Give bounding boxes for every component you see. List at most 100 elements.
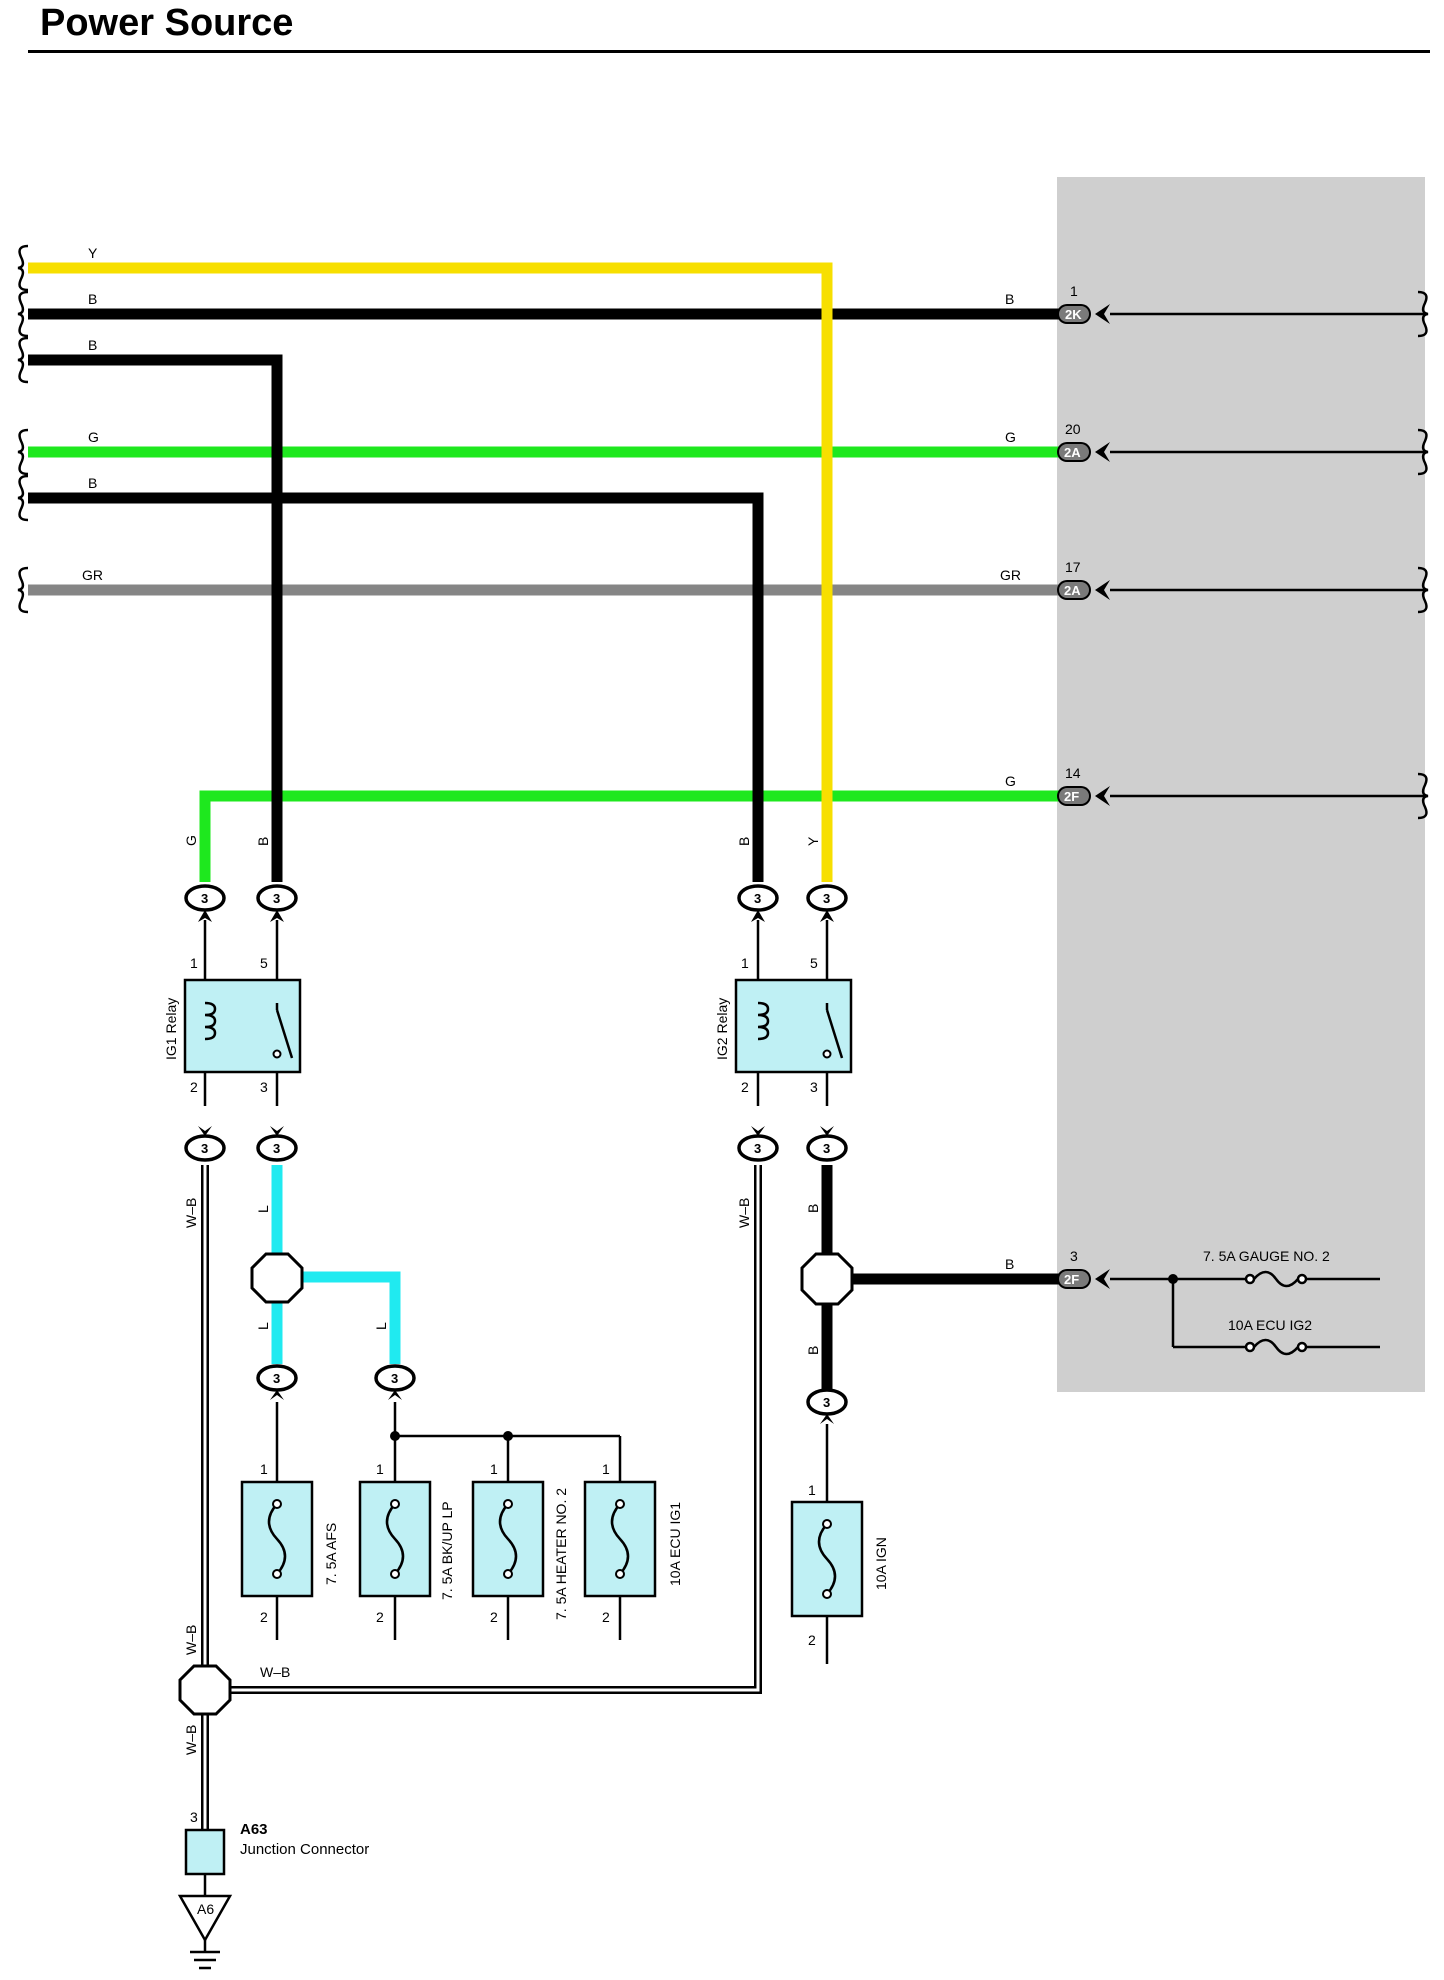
svg-text:2: 2 (808, 1632, 816, 1648)
label-g-1: G (88, 429, 99, 445)
label-g-3: G (1005, 773, 1016, 789)
connector-3-1: 3 (184, 884, 226, 922)
ig1-relay: 1 5 2 3 IG1 Relay (163, 920, 302, 1106)
svg-text:2K: 2K (1065, 307, 1082, 322)
connector-2f-14: 2F 14 (1057, 765, 1110, 806)
label-wb-h: W–B (260, 1664, 290, 1680)
svg-text:1: 1 (602, 1461, 610, 1477)
svg-text:20: 20 (1065, 421, 1081, 437)
label-wb-v3: W–B (183, 1625, 199, 1655)
svg-text:3: 3 (273, 891, 280, 906)
svg-text:3: 3 (391, 1371, 398, 1386)
connector-3-3: 3 (737, 884, 779, 922)
svg-text:2: 2 (260, 1609, 268, 1625)
connector-2k: 2K 1 (1057, 283, 1110, 324)
label-l-v1: L (255, 1205, 271, 1213)
wire-b-ig1 (28, 354, 283, 882)
panel-internal-lines (1110, 312, 1425, 1349)
label-l-v2: L (255, 1322, 271, 1330)
svg-text:5: 5 (810, 955, 818, 971)
svg-text:2: 2 (490, 1609, 498, 1625)
label-g-2: G (1005, 429, 1016, 445)
label-wb-v2: W–B (736, 1198, 752, 1228)
label-b-3: B (88, 475, 97, 491)
svg-text:3: 3 (823, 1395, 830, 1410)
label-gr-1: GR (82, 567, 103, 583)
connector-2a-20: 2A 20 (1057, 421, 1110, 462)
fuse-afs-label: 7. 5A AFS (323, 1523, 339, 1585)
label-b-2: B (88, 337, 97, 353)
ig1-relay-label: IG1 Relay (163, 998, 179, 1060)
svg-text:1: 1 (808, 1482, 816, 1498)
wire-wb (201, 1165, 762, 1830)
label-b-v3: B (805, 1204, 821, 1213)
label-y-v: Y (805, 836, 821, 846)
connector-3-2: 3 (256, 884, 298, 922)
ig2-relay: 1 5 2 3 IG2 Relay (714, 920, 853, 1106)
svg-text:2: 2 (190, 1079, 198, 1095)
page-title: Power Source (40, 2, 294, 44)
label-b-4: B (1005, 291, 1014, 307)
label-wb-v4: W–B (183, 1725, 199, 1755)
svg-text:1: 1 (1070, 283, 1078, 299)
svg-text:1: 1 (741, 955, 749, 971)
svg-text:1: 1 (376, 1461, 384, 1477)
gauge-no2-fuse (1244, 1270, 1308, 1288)
splice-l (250, 1252, 304, 1304)
left-wire-breaks (16, 244, 30, 614)
label-b-v1: B (255, 837, 271, 846)
svg-text:2F: 2F (1064, 789, 1079, 804)
connector-3-6: 3 (256, 1126, 298, 1162)
connector-3-11: 3 (806, 1388, 848, 1424)
connector-2a-17: 2A 17 (1057, 559, 1110, 600)
svg-text:3: 3 (190, 1809, 198, 1825)
svg-text:3: 3 (260, 1079, 268, 1095)
svg-text:2A: 2A (1064, 445, 1081, 460)
connector-3-9: 3 (256, 1364, 298, 1400)
label-g-v: G (183, 835, 199, 846)
svg-text:2: 2 (376, 1609, 384, 1625)
svg-text:3: 3 (273, 1141, 280, 1156)
connector-3-7: 3 (737, 1126, 779, 1162)
fuse-ecuig1-label: 10A ECU IG1 (667, 1502, 683, 1586)
fuse-bkup (358, 1480, 432, 1598)
svg-text:3: 3 (273, 1371, 280, 1386)
connector-3-5: 3 (184, 1126, 226, 1162)
wire-g-2f (199, 790, 1060, 882)
junction-connector-a63: 3 A63 Junction Connector (184, 1809, 369, 1896)
svg-text:17: 17 (1065, 559, 1081, 575)
svg-text:2: 2 (602, 1609, 610, 1625)
fuse-heater-label: 7. 5A HEATER NO. 2 (553, 1488, 569, 1620)
fuse-heater (471, 1480, 545, 1598)
label-b-1: B (88, 291, 97, 307)
svg-text:1: 1 (490, 1461, 498, 1477)
fuse-bkup-label: 7. 5A BK/UP LP (439, 1501, 455, 1600)
connector-3-10: 3 (374, 1364, 416, 1400)
svg-text:1: 1 (190, 955, 198, 971)
label-l-v3: L (373, 1322, 389, 1330)
ecu-ig2-fuse (1244, 1338, 1308, 1356)
svg-text:3: 3 (823, 1141, 830, 1156)
svg-text:3: 3 (201, 891, 208, 906)
ground-a6: A6 (177, 1894, 233, 1970)
label-b-v2: B (736, 837, 752, 846)
svg-text:A63: A63 (240, 1821, 268, 1838)
svg-text:2: 2 (741, 1079, 749, 1095)
svg-text:3: 3 (754, 1141, 761, 1156)
label-b-v4: B (805, 1346, 821, 1355)
connector-2f-3: 2F 3 (1057, 1248, 1110, 1289)
svg-text:3: 3 (754, 891, 761, 906)
fuse-afs (240, 1480, 314, 1598)
svg-text:3: 3 (1070, 1248, 1078, 1264)
wire-l-branch (277, 1271, 401, 1364)
svg-text:14: 14 (1065, 765, 1081, 781)
svg-text:2F: 2F (1064, 1272, 1079, 1287)
label-gr-2: GR (1000, 567, 1021, 583)
junction-block-panel (1057, 177, 1425, 1392)
connector-3-4: 3 (806, 884, 848, 922)
label-b-5: B (1005, 1256, 1014, 1272)
wire-y (28, 262, 833, 882)
label-y: Y (88, 245, 98, 261)
svg-text:3: 3 (201, 1141, 208, 1156)
